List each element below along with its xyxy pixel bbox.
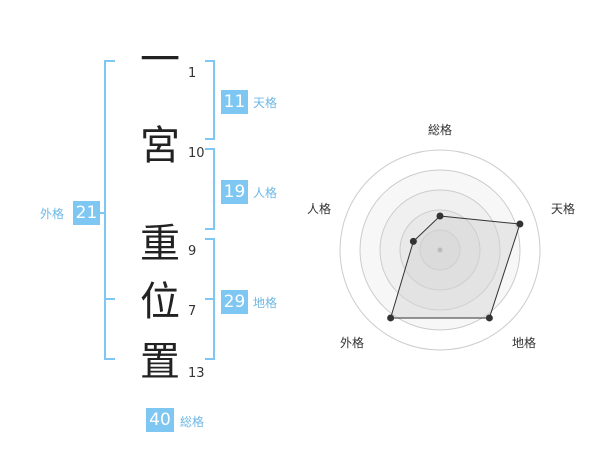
stroke-count-5: 13 bbox=[188, 366, 205, 381]
name-char-4: 位 bbox=[140, 279, 180, 325]
name-char-2: 宮 bbox=[140, 123, 180, 169]
radar-point-2 bbox=[516, 220, 524, 228]
radar-axis-gaikaku: 外格 bbox=[339, 336, 364, 350]
jinkaku-bracket-bottom bbox=[205, 228, 215, 230]
chikaku-bracket-middle bbox=[205, 298, 215, 300]
name-char-5: 置 bbox=[140, 339, 180, 385]
stroke-count-4: 7 bbox=[188, 304, 197, 319]
tenkaku-value-badge: 11 bbox=[221, 90, 248, 114]
chikaku-label: 地格 bbox=[253, 296, 278, 310]
soukaku-value-badge: 40 bbox=[146, 408, 174, 432]
gaikaku-bracket-middle bbox=[104, 298, 115, 300]
tenkaku-label: 天格 bbox=[253, 96, 278, 110]
radar-point-3 bbox=[485, 314, 493, 322]
radar-axis-soukaku: 総格 bbox=[427, 123, 452, 137]
name-char-3: 重 bbox=[140, 221, 180, 267]
chikaku-value-badge: 29 bbox=[221, 290, 248, 314]
chikaku-bracket-top bbox=[205, 238, 215, 240]
gaikaku-bracket-top bbox=[104, 60, 115, 62]
tenkaku-bracket-vertical bbox=[213, 60, 215, 140]
soukaku-label: 総格 bbox=[180, 415, 205, 429]
tenkaku-bracket-bottom bbox=[205, 138, 215, 140]
gaikaku-bracket-bottom bbox=[104, 358, 115, 360]
name-char-1: 一 bbox=[140, 37, 180, 83]
jinkaku-bracket-vertical bbox=[213, 148, 215, 230]
chikaku-bracket-bottom bbox=[205, 358, 215, 360]
radar-point-5 bbox=[409, 237, 417, 245]
radar-polygon bbox=[389, 215, 521, 319]
jinkaku-value-badge: 19 bbox=[221, 180, 248, 204]
radar-axis-jinkaku: 人格 bbox=[306, 202, 331, 216]
jinkaku-bracket-top bbox=[205, 148, 215, 150]
radar-point-4 bbox=[387, 314, 395, 322]
radar-center-dot bbox=[437, 247, 443, 253]
gaikaku-label: 外格 bbox=[40, 207, 65, 221]
radar-axis-tenkaku: 天格 bbox=[550, 202, 575, 216]
radar-point-1 bbox=[436, 212, 444, 220]
stroke-count-1: 1 bbox=[188, 66, 197, 81]
radar-axis-chikaku: 地格 bbox=[511, 336, 536, 350]
gaikaku-connector bbox=[100, 212, 106, 214]
tenkaku-bracket-top bbox=[205, 60, 215, 62]
stroke-count-3: 9 bbox=[188, 244, 197, 259]
gaikaku-value-badge: 21 bbox=[73, 201, 100, 225]
gaikaku-bracket-vertical bbox=[104, 60, 106, 360]
stroke-count-2: 10 bbox=[188, 146, 205, 161]
jinkaku-label: 人格 bbox=[253, 186, 278, 200]
